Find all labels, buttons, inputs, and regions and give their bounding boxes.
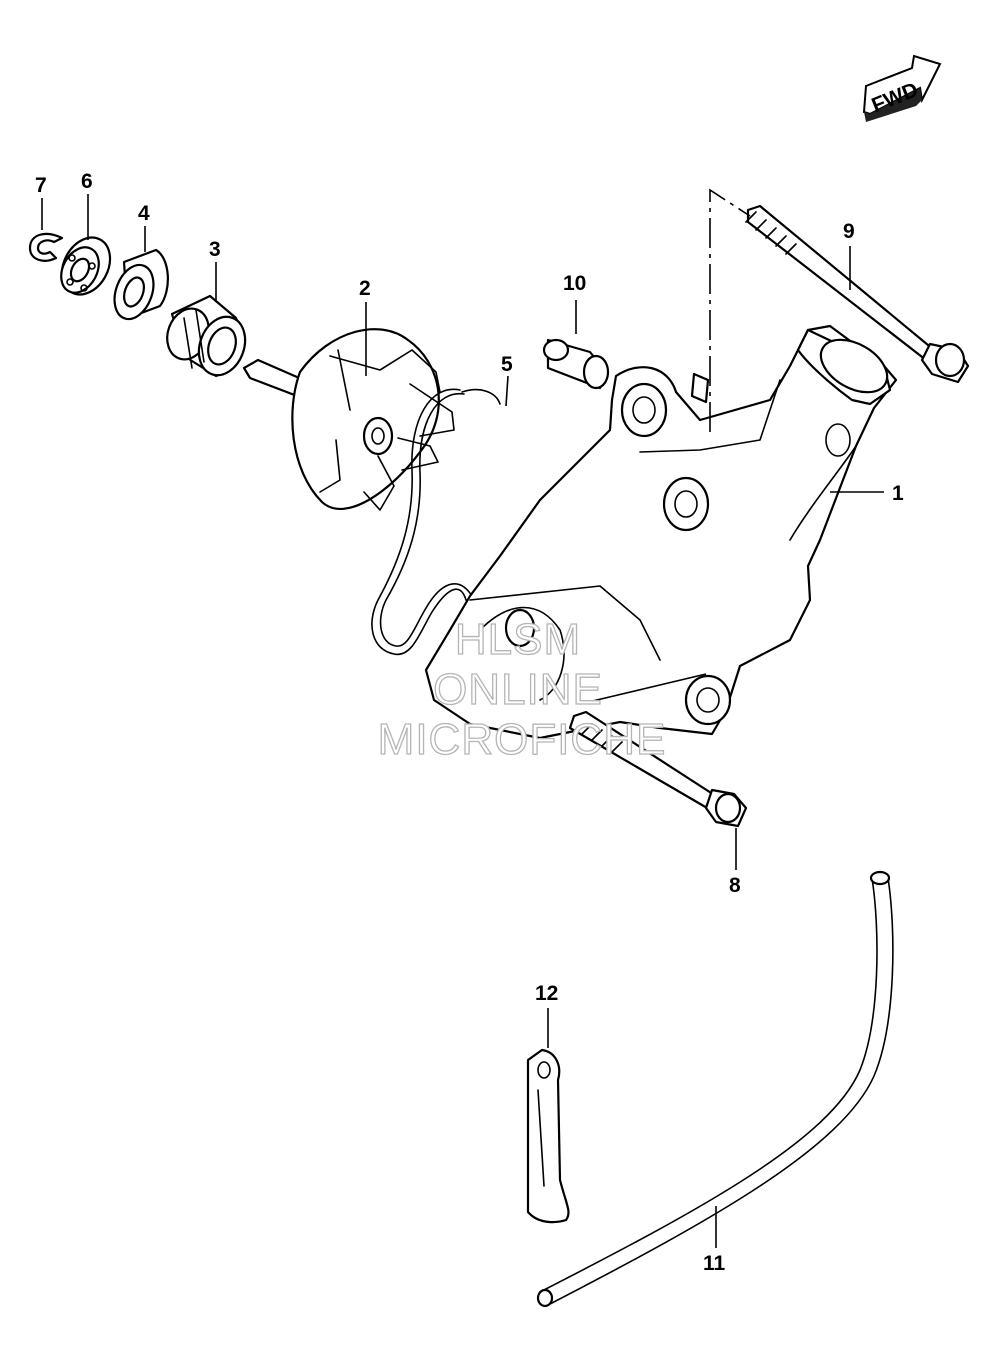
fwd-badge: FWD: [862, 54, 942, 122]
part-4-seal-ring-icon: [113, 248, 169, 321]
part-6-bearing-icon: [60, 236, 112, 296]
part-11-hose-icon: [536, 870, 894, 1308]
callout-9: 9: [843, 220, 855, 243]
part-3-mechanical-seal-icon: [166, 294, 247, 378]
callout-5: 5: [501, 353, 513, 376]
part-5-gasket-icon: [371, 388, 501, 656]
part-10-dowel-pin-icon: [542, 338, 610, 390]
callout-11: 11: [703, 1252, 726, 1275]
part-7-circlip-icon: [28, 232, 64, 262]
part-9-long-bolt-icon: [745, 204, 970, 384]
callout-7: 7: [35, 174, 47, 197]
watermark-line-3: MICROFICHE: [378, 715, 667, 764]
callout-4: 4: [138, 202, 150, 225]
watermark-line-2: ONLINE: [433, 665, 603, 714]
callout-8: 8: [729, 874, 741, 897]
watermark: HLSM ONLINE MICROFICHE: [377, 614, 667, 764]
callout-3: 3: [209, 238, 221, 261]
callout-labels: 1 2 3 4 5 6 7 8 9 10 11 12: [35, 170, 904, 1275]
part-2-impeller-icon: [242, 328, 455, 511]
callout-1: 1: [892, 482, 904, 505]
part-8-short-bolt-icon: [568, 710, 748, 828]
callout-6: 6: [81, 170, 93, 193]
part-1-pump-cover-icon: [424, 324, 898, 740]
leader-lines: [41, 188, 884, 1248]
part-12-clamp-strap-icon: [526, 1048, 570, 1224]
callout-2: 2: [359, 277, 371, 300]
callout-12: 12: [535, 982, 558, 1005]
callout-10: 10: [563, 272, 586, 295]
watermark-line-1: HLSM: [455, 615, 581, 664]
